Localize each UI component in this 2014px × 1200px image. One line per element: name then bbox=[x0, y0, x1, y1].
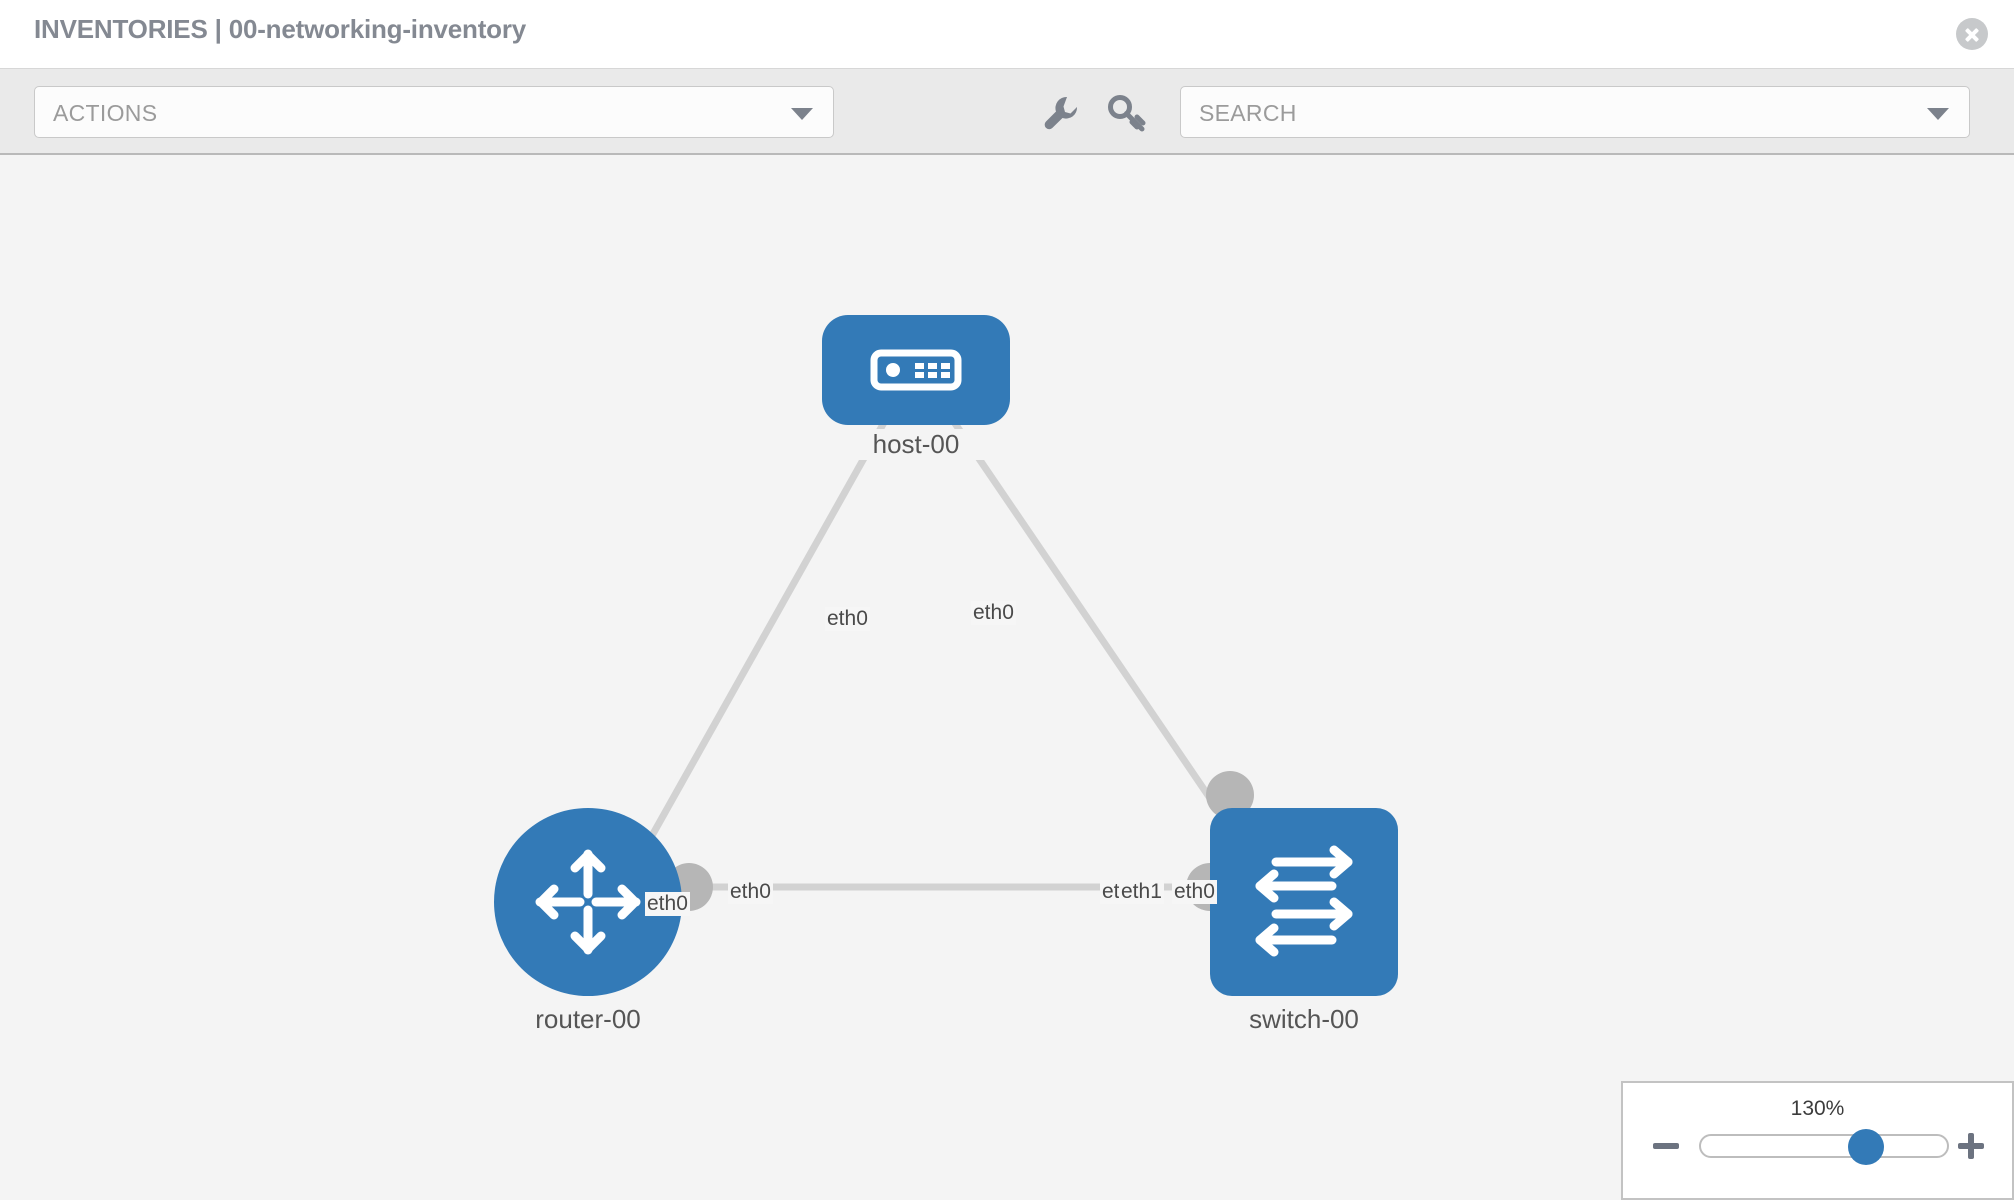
iface-label-switch-left: eth1 bbox=[1119, 880, 1164, 904]
chevron-down-icon bbox=[791, 108, 813, 120]
node-router-00-label: router-00 bbox=[478, 1004, 698, 1035]
iface-label-host-right: eth0 bbox=[971, 601, 1016, 625]
zoom-in-button[interactable] bbox=[1956, 1131, 1986, 1161]
zoom-control-panel: 130% bbox=[1621, 1081, 2014, 1200]
iface-label-switch-up: eth0 bbox=[1172, 880, 1217, 904]
actions-dropdown-label: ACTIONS bbox=[53, 100, 158, 126]
zoom-slider-thumb[interactable] bbox=[1847, 1129, 1884, 1165]
iface-label-host-left: eth0 bbox=[825, 607, 870, 631]
toolbar: ACTIONS SEARCH bbox=[0, 69, 2014, 155]
server-icon bbox=[870, 349, 962, 391]
router-icon bbox=[535, 849, 641, 955]
wrench-icon[interactable] bbox=[1037, 91, 1081, 135]
iface-label-router-right: eth0 bbox=[728, 880, 773, 904]
zoom-out-button[interactable] bbox=[1651, 1131, 1681, 1161]
link-host-switch bbox=[949, 417, 1253, 859]
topology-canvas[interactable]: host-00 router-00 bbox=[0, 157, 2014, 1200]
search-placeholder: SEARCH bbox=[1199, 100, 1297, 126]
node-switch-00-label: switch-00 bbox=[1194, 1004, 1414, 1035]
zoom-slider[interactable] bbox=[1699, 1129, 1949, 1165]
link-host-router bbox=[636, 417, 890, 859]
topology-links bbox=[636, 417, 1253, 891]
key-icon[interactable] bbox=[1105, 91, 1149, 135]
iface-label-router-up: eth0 bbox=[645, 892, 690, 916]
chevron-down-icon[interactable] bbox=[1927, 108, 1949, 120]
switch-icon bbox=[1255, 845, 1353, 957]
actions-dropdown[interactable]: ACTIONS bbox=[34, 86, 834, 138]
window-header: INVENTORIES | 00-networking-inventory bbox=[0, 0, 2014, 69]
search-input[interactable]: SEARCH bbox=[1180, 86, 1970, 138]
node-switch-00-shape[interactable] bbox=[1210, 808, 1398, 996]
zoom-percent-label: 130% bbox=[1790, 1097, 1845, 1120]
close-icon[interactable] bbox=[1956, 18, 1988, 50]
node-host-00-shape[interactable] bbox=[822, 315, 1010, 425]
page-title: INVENTORIES | 00-networking-inventory bbox=[34, 14, 527, 44]
node-host-00-label: host-00 bbox=[806, 429, 1026, 460]
